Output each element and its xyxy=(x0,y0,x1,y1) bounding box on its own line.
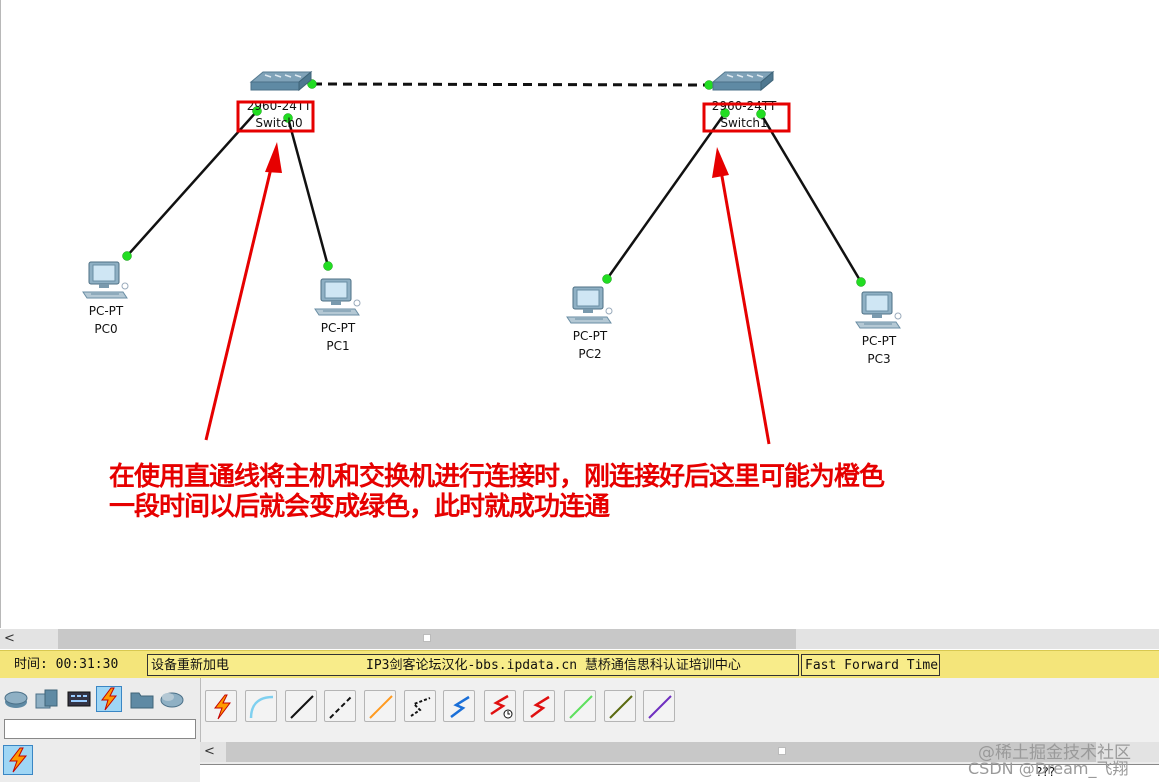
switch1[interactable]: 2960-24TT Switch1 xyxy=(712,71,777,130)
logical-workspace[interactable]: 2960-24TT Switch0 2960-24TT Switch1 PC-P… xyxy=(0,0,1159,628)
workspace-horizontal-scrollbar[interactable]: < xyxy=(0,629,1159,649)
pc1-model: PC-PT xyxy=(321,321,356,335)
serial-dte-cable-icon[interactable] xyxy=(523,690,555,722)
annotation-arrow-right xyxy=(712,147,771,445)
cable-scroll-left-arrow[interactable]: < xyxy=(204,744,215,759)
pc2[interactable]: PC-PT PC2 xyxy=(566,286,613,361)
iot-custom-cable-icon[interactable] xyxy=(604,690,636,722)
cable-switch1-pc3[interactable] xyxy=(759,113,863,283)
switches-icon[interactable] xyxy=(33,686,59,712)
power-cycle-button[interactable]: 设备重新加电 xyxy=(151,658,230,673)
pc1[interactable]: PC-PT PC1 xyxy=(314,278,361,353)
copper-cross-over-cable-icon[interactable] xyxy=(324,690,356,722)
cable-switch1-pc2[interactable] xyxy=(605,112,727,280)
cable-panel-scrollbar[interactable]: < xyxy=(200,742,1159,762)
pc2-model: PC-PT xyxy=(573,329,608,343)
pc3-name: PC3 xyxy=(867,352,890,366)
switch1-name: Switch1 xyxy=(720,116,767,130)
scroll-thumb[interactable] xyxy=(58,629,796,649)
pc3[interactable]: PC-PT PC3 xyxy=(855,291,902,366)
cable-scroll-grip-icon xyxy=(778,747,786,755)
status-bar: 时间: 00:31:30 设备重新加电 IP3剑客论坛汉化-bbs.ipdata… xyxy=(0,650,1159,678)
cable-switch0-pc0[interactable] xyxy=(126,110,258,257)
serial-dce-cable-icon[interactable] xyxy=(484,690,516,722)
phone-cable-icon[interactable] xyxy=(404,690,436,722)
pc0-name: PC0 xyxy=(94,322,117,336)
pc2-name: PC2 xyxy=(578,347,601,361)
highlight-box-switch0 xyxy=(236,100,315,133)
watermark-juejin: @稀土掘金技术社区 xyxy=(978,743,1131,763)
switch0-name: Switch0 xyxy=(255,116,302,130)
fiber-cable-icon[interactable] xyxy=(364,690,396,722)
routers-icon[interactable] xyxy=(3,686,29,712)
pc3-model: PC-PT xyxy=(862,334,897,348)
pc0-model: PC-PT xyxy=(89,304,124,318)
fast-forward-time-button[interactable]: Fast Forward Time xyxy=(801,654,940,676)
pc1-name: PC1 xyxy=(326,339,349,353)
pc0[interactable]: PC-PT PC0 xyxy=(82,261,129,336)
topology-canvas[interactable]: 2960-24TT Switch0 2960-24TT Switch1 PC-P… xyxy=(1,0,1159,628)
scroll-left-arrow[interactable]: < xyxy=(4,631,15,646)
cable-switch0-pc1[interactable] xyxy=(286,117,330,267)
device-list-text: ??? xyxy=(1036,765,1056,779)
localization-credit: IP3剑客论坛汉化-bbs.ipdata.cn 慧桥通信思科认证培训中心 xyxy=(366,658,741,673)
end-devices-icon[interactable] xyxy=(129,686,155,712)
console-cable-icon[interactable] xyxy=(245,690,277,722)
cable-switch0-switch1[interactable] xyxy=(312,82,710,87)
power-cycle-bar[interactable]: 设备重新加电 IP3剑客论坛汉化-bbs.ipdata.cn 慧桥通信思科认证培… xyxy=(147,654,799,676)
connections-icon[interactable] xyxy=(96,686,122,712)
watermark-csdn: CSDN @Dream_飞翔 xyxy=(968,759,1129,778)
switch1-model: 2960-24TT xyxy=(712,99,777,113)
hubs-icon[interactable] xyxy=(66,686,92,712)
wan-emulation-icon[interactable] xyxy=(159,686,185,712)
coaxial-cable-icon[interactable] xyxy=(443,690,475,722)
simulation-time: 时间: 00:31:30 xyxy=(14,657,119,672)
annotation-arrow-left xyxy=(204,142,282,441)
device-selection-panel: < ??? xyxy=(0,678,1159,783)
copper-straight-through-cable-icon[interactable] xyxy=(285,690,317,722)
cable-scroll-thumb[interactable] xyxy=(226,742,1096,762)
annotation-line1: 在使用直通线将主机和交换机进行连接时，刚连接好后这里可能为橙色 xyxy=(109,462,885,492)
highlight-box-switch1 xyxy=(702,102,791,133)
octal-cable-icon[interactable] xyxy=(564,690,596,722)
annotation-line2: 一段时间以后就会变成绿色，此时就成功连通 xyxy=(109,492,610,522)
usb-cable-icon[interactable] xyxy=(643,690,675,722)
device-list-area: ??? xyxy=(200,764,1159,783)
scroll-grip-icon xyxy=(423,634,431,642)
device-search-input[interactable] xyxy=(4,719,196,739)
selected-category-connections-icon[interactable] xyxy=(3,745,33,775)
cable-type-panel xyxy=(200,678,1159,744)
auto-connect-cable-icon[interactable] xyxy=(205,690,237,722)
